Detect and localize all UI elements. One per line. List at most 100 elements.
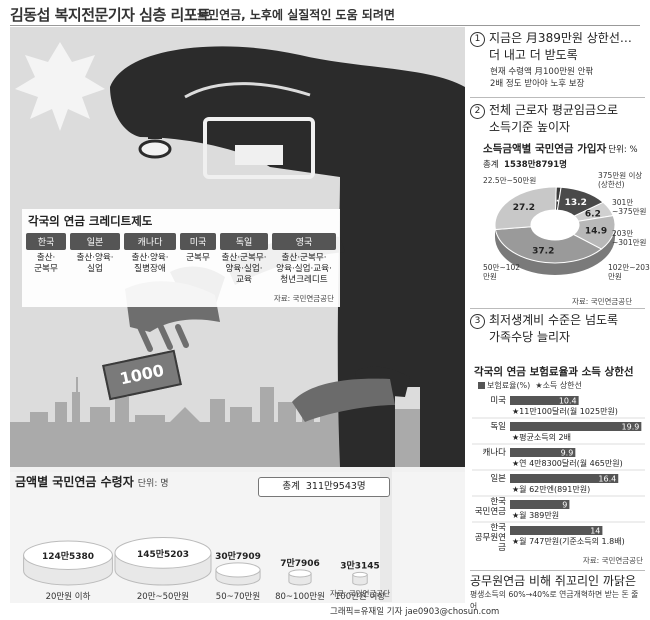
credit-item: 출산·군복무·: [281, 253, 327, 263]
pie-category-0: 22.5만~50만원: [483, 176, 537, 185]
bar: [510, 448, 576, 457]
pie-category-2: 301만~375만원: [612, 198, 647, 216]
pie-side: [495, 225, 615, 275]
banknote-value: 1000: [118, 360, 166, 389]
recipients-total-value: 311만9543명: [305, 481, 366, 492]
bar-cap-label: ★월 747만원(기준소득의 1.8배): [512, 537, 625, 546]
contribution-chart: 각국의 연금 보험료율과 소득 상한선 보험료율(%) ★소득 상한선 10.4…: [470, 362, 647, 570]
coin-stack: [288, 569, 312, 586]
section-number: 2: [470, 104, 485, 119]
country-name: 일본: [70, 233, 120, 250]
header-divider: [10, 25, 640, 26]
coin-category-label: 20만원 이하: [46, 591, 91, 602]
bar-value-label: 9: [562, 501, 567, 510]
country-items: 출산·양육· 실업: [70, 253, 120, 275]
pie-value-label: 13.2: [565, 198, 587, 208]
section-divider: [470, 570, 645, 571]
bar: [510, 422, 642, 431]
pie-slice: [494, 226, 603, 264]
page-subtitle: 국민연금, 노후에 실질적인 도움 되려면: [197, 8, 395, 22]
recipients-source: 자료: 국민연금공단: [330, 589, 391, 598]
recipients-plot: 124만5380 20만원 이하 145만5203 20만~50만원 30만7909 50…: [23, 536, 385, 602]
cane-hand: [292, 378, 395, 422]
section-3-line-1: 최저생계비 수준은 넘도록: [489, 313, 619, 327]
country-name: 영국: [272, 233, 336, 250]
section-2: 2 전체 근로자 평균임금으로 소득기준 높이자: [470, 102, 645, 135]
credit-item: 출산·양육·: [76, 253, 114, 263]
legend-swatch: [478, 382, 485, 389]
section-divider: [470, 308, 645, 309]
credit-item: 양육·실업·교육·: [276, 264, 332, 274]
coin-value-label: 30만7909: [215, 550, 261, 562]
coin-category-label: 80~100만원: [275, 592, 325, 602]
section-4: 공무원연금 비해 쥐꼬리인 까닭은 평생소득의 60%→40%로 연금개혁하면 …: [470, 573, 645, 613]
credit-item: 출산·양육·: [131, 253, 169, 263]
legend-cap: ★소득 상한선: [535, 381, 582, 390]
section-1-sub-2: 2배 정도 받아야 노후 보장: [490, 79, 585, 89]
bar-value-label: 16.4: [598, 475, 616, 484]
section-4-title: 공무원연금 비해 쥐꼬리인 까닭은: [470, 574, 637, 588]
country-items: 출산·양육· 질병장애: [124, 253, 176, 275]
credit-country-uk: 영국 출산·군복무· 양육·실업·교육· 청년크레디트: [272, 233, 336, 286]
pie-value-label: 6.2: [585, 210, 601, 220]
country-name: 미국: [180, 233, 216, 250]
pie-value-label: 37.2: [532, 246, 554, 256]
section-4-sub: 평생소득의 60%→40%로 연금개혁하면 받는 돈 줄어: [470, 590, 639, 611]
credit-footer: 그래픽=유재일 기자 jae0903@chosun.com: [330, 607, 500, 617]
legend-rate: 보험료율(%): [487, 381, 531, 390]
credit-system-box: 각국의 연금 크레디트제도 한국 출산· 군복무 일본 출산·양육· 실업 캐나…: [22, 209, 340, 307]
credit-country-usa: 미국 군복무: [180, 233, 216, 264]
pin-chest: [203, 117, 315, 179]
pie-category-3: 203만~301만원: [612, 229, 647, 247]
bar-category-label: 독일: [490, 422, 506, 432]
bar-value-label: 10.4: [559, 397, 577, 406]
section-2-line-2: 소득기준 높이자: [489, 120, 571, 134]
credit-item: 양육·실업·: [225, 264, 263, 274]
credit-source: 자료: 국민연금공단: [273, 294, 334, 303]
bar-legend: 보험료율(%) ★소득 상한선: [478, 380, 582, 391]
bar: [510, 474, 619, 483]
bar-cap-label: ★11만100달러(월 1025만원): [512, 407, 618, 416]
credit-item: 군복무: [186, 253, 210, 263]
bar-cap-label: ★평균소득의 2배: [512, 433, 571, 442]
credit-country-japan: 일본 출산·양육· 실업: [70, 233, 120, 275]
coin-value-label: 124만5380: [42, 550, 94, 562]
credit-item: 교육: [236, 275, 252, 285]
credit-box-title: 각국의 연금 크레디트제도: [28, 214, 153, 228]
coin-category-label: 50~70만원: [216, 592, 260, 602]
pie-total-value: 1538만8791명: [504, 160, 568, 170]
bar-value-label: 14: [590, 527, 600, 536]
coin-category-label: 20만~50만원: [137, 592, 189, 602]
country-items: 출산·군복무· 양육·실업·교육· 청년크레디트: [272, 253, 336, 286]
country-items: 출산·군복무· 양육·실업· 교육: [220, 253, 268, 286]
coin-stack: [114, 536, 212, 586]
pie-category-1: 375만원 이상 (상한선): [598, 171, 643, 189]
pie-title-text: 소득금액별 국민연금 가입자: [483, 143, 607, 155]
bar-category-label: 미국: [490, 396, 506, 406]
bar: [510, 500, 570, 509]
bar-source: 자료: 국민연금공단: [582, 556, 643, 565]
section-2-line-1: 전체 근로자 평균임금으로: [489, 103, 619, 117]
coin-value-label: 7만7906: [280, 557, 320, 569]
recipients-total-label: 총계: [282, 481, 300, 492]
pie-value-label: 27.2: [513, 203, 535, 213]
credit-country-germany: 독일 출산·군복무· 양육·실업· 교육: [220, 233, 268, 286]
bar: [510, 396, 579, 405]
illustration-panel: 1000 각국의 연금 크레디트제도 한국 출산· 군복무 일본 출산·양육· …: [10, 27, 465, 603]
page-title: 김동섭 복지전문기자 심층 리포트: [10, 6, 211, 24]
coin-stack: [23, 540, 113, 586]
country-items: 출산· 군복무: [26, 253, 66, 275]
section-1-line-1: 지금은 月389만원 상한선…: [489, 31, 632, 45]
coin-value-label: 145만5203: [137, 548, 189, 560]
credit-country-korea: 한국 출산· 군복무: [26, 233, 66, 275]
pie-total: 총계 1538만8791명: [483, 158, 567, 170]
credit-item: 청년크레디트: [280, 275, 328, 285]
illustration-artwork: [10, 42, 465, 602]
section-divider: [470, 97, 645, 98]
